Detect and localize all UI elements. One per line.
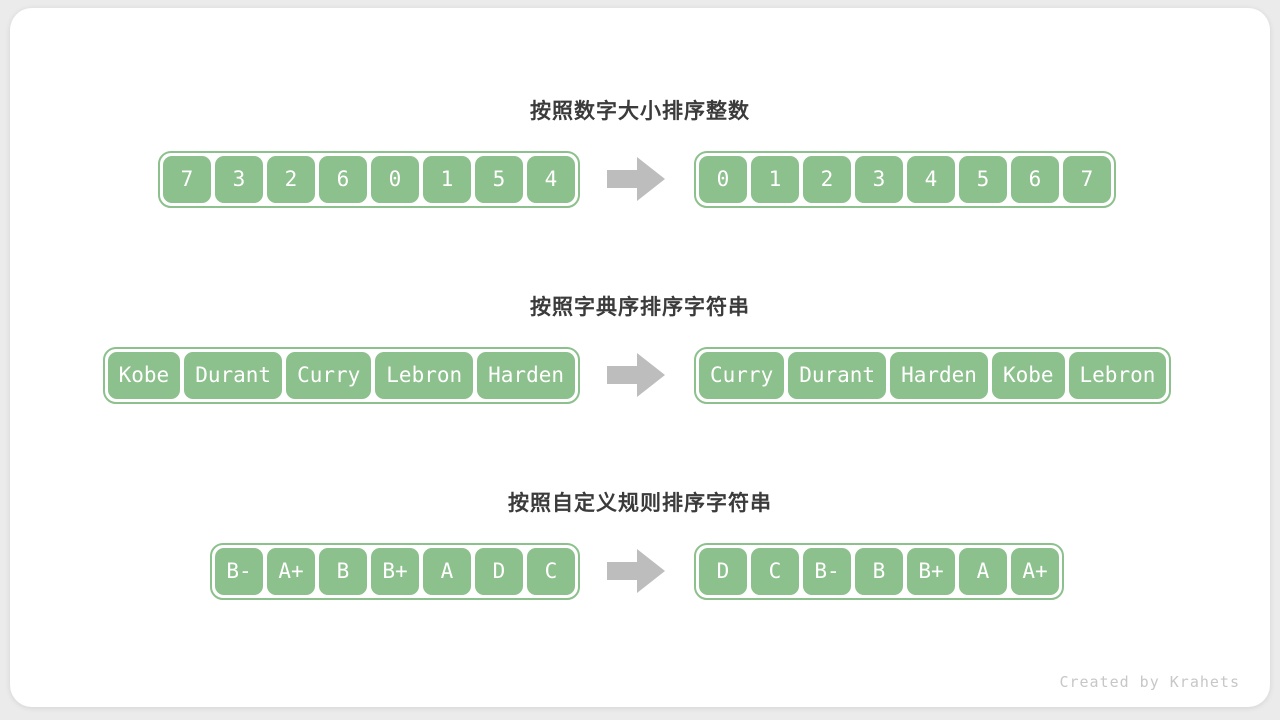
array-item: 5 bbox=[475, 155, 523, 203]
array-item: D bbox=[699, 547, 747, 595]
array-item: 6 bbox=[1011, 155, 1059, 203]
array-item: Lebron bbox=[1068, 351, 1167, 399]
array-item: 5 bbox=[959, 155, 1007, 203]
row-title: 按照字典序排序字符串 bbox=[530, 296, 750, 319]
array-item: B+ bbox=[907, 547, 955, 595]
array-item: Lebron bbox=[375, 351, 474, 399]
array-item: A+ bbox=[1011, 547, 1059, 595]
watermark: Created by Krahets bbox=[1059, 673, 1240, 691]
row-title: 按照自定义规则排序字符串 bbox=[508, 492, 772, 515]
array-item: 0 bbox=[699, 155, 747, 203]
array-item: B bbox=[319, 547, 367, 595]
array-item: 3 bbox=[855, 155, 903, 203]
array-item: Kobe bbox=[107, 351, 181, 399]
array-item: 1 bbox=[423, 155, 471, 203]
row-title: 按照数字大小排序整数 bbox=[530, 100, 750, 123]
array-item: Durant bbox=[184, 351, 283, 399]
array-item: B+ bbox=[371, 547, 419, 595]
array-item: A bbox=[423, 547, 471, 595]
array-item: B bbox=[855, 547, 903, 595]
array-item: 7 bbox=[163, 155, 211, 203]
array-item: D bbox=[475, 547, 523, 595]
array-item: B- bbox=[803, 547, 851, 595]
array-item: A+ bbox=[267, 547, 315, 595]
array-item: Kobe bbox=[991, 351, 1065, 399]
array-item: A bbox=[959, 547, 1007, 595]
array-item: B- bbox=[215, 547, 263, 595]
array-item: 4 bbox=[527, 155, 575, 203]
array-item: 3 bbox=[215, 155, 263, 203]
array-item: 7 bbox=[1063, 155, 1111, 203]
array-item: Durant bbox=[788, 351, 887, 399]
array-item: Harden bbox=[477, 351, 575, 399]
array-item: 1 bbox=[751, 155, 799, 203]
array-item: 0 bbox=[371, 155, 419, 203]
array-item: Harden bbox=[890, 351, 988, 399]
right-arrow-icon bbox=[607, 353, 665, 397]
array-item: 4 bbox=[907, 155, 955, 203]
array-item: 6 bbox=[319, 155, 367, 203]
array-item: 2 bbox=[267, 155, 315, 203]
right-arrow-icon bbox=[607, 549, 665, 593]
array-item: Curry bbox=[286, 351, 372, 399]
array-item: C bbox=[527, 547, 575, 595]
array-item: Curry bbox=[699, 351, 785, 399]
array-item: 2 bbox=[803, 155, 851, 203]
array-item: C bbox=[751, 547, 799, 595]
right-arrow-icon bbox=[607, 157, 665, 201]
